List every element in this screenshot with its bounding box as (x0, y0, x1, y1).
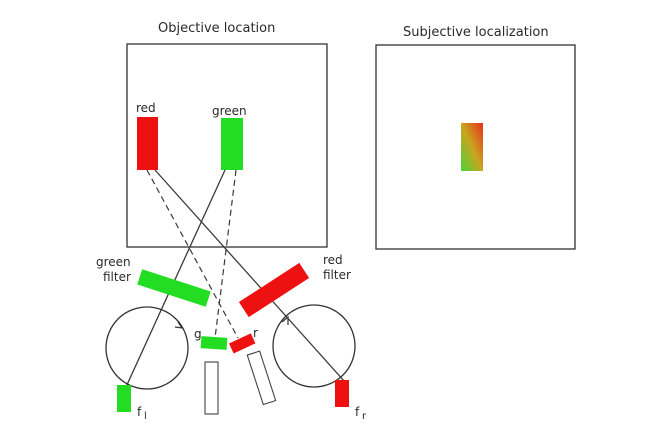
g-filter (200, 336, 228, 350)
right-eye-circle (272, 304, 356, 388)
f-left-subscript: l (144, 411, 147, 422)
left-eye-circle (105, 306, 189, 390)
f-right-subscript: r (362, 411, 367, 422)
left-eye-marker (117, 385, 131, 412)
right-tube (246, 350, 277, 406)
red-stimulus (137, 117, 158, 170)
green-filter-label-line2: filter (103, 270, 131, 284)
right-rotation-arrow (281, 315, 289, 325)
green-label: green (212, 104, 247, 118)
red-filter-label-line1: red (323, 253, 343, 267)
objective-title: Objective location (158, 21, 275, 36)
red-filter-label-line2: filter (323, 268, 351, 282)
right-eye-marker (335, 380, 349, 407)
green-dashed-ray (214, 169, 237, 339)
left-tube (204, 361, 219, 415)
objective-frame (126, 43, 328, 248)
g-label: g (194, 327, 202, 341)
red-filter (238, 262, 310, 318)
green-ray (125, 169, 226, 388)
red-label: red (136, 101, 156, 115)
green-filter-label-line1: green (96, 255, 131, 269)
f-left-label: f (137, 405, 142, 419)
fused-stimulus (461, 123, 483, 171)
red-dashed-ray (146, 169, 239, 339)
green-stimulus (221, 118, 243, 170)
green-filter (137, 269, 211, 307)
left-rotation-arrow (174, 321, 184, 329)
subjective-title: Subjective localization (403, 25, 549, 40)
subjective-frame (375, 44, 576, 250)
f-right-label: f (355, 405, 360, 419)
r-label: r (253, 326, 258, 340)
red-ray (154, 169, 346, 383)
r-filter (229, 333, 256, 354)
